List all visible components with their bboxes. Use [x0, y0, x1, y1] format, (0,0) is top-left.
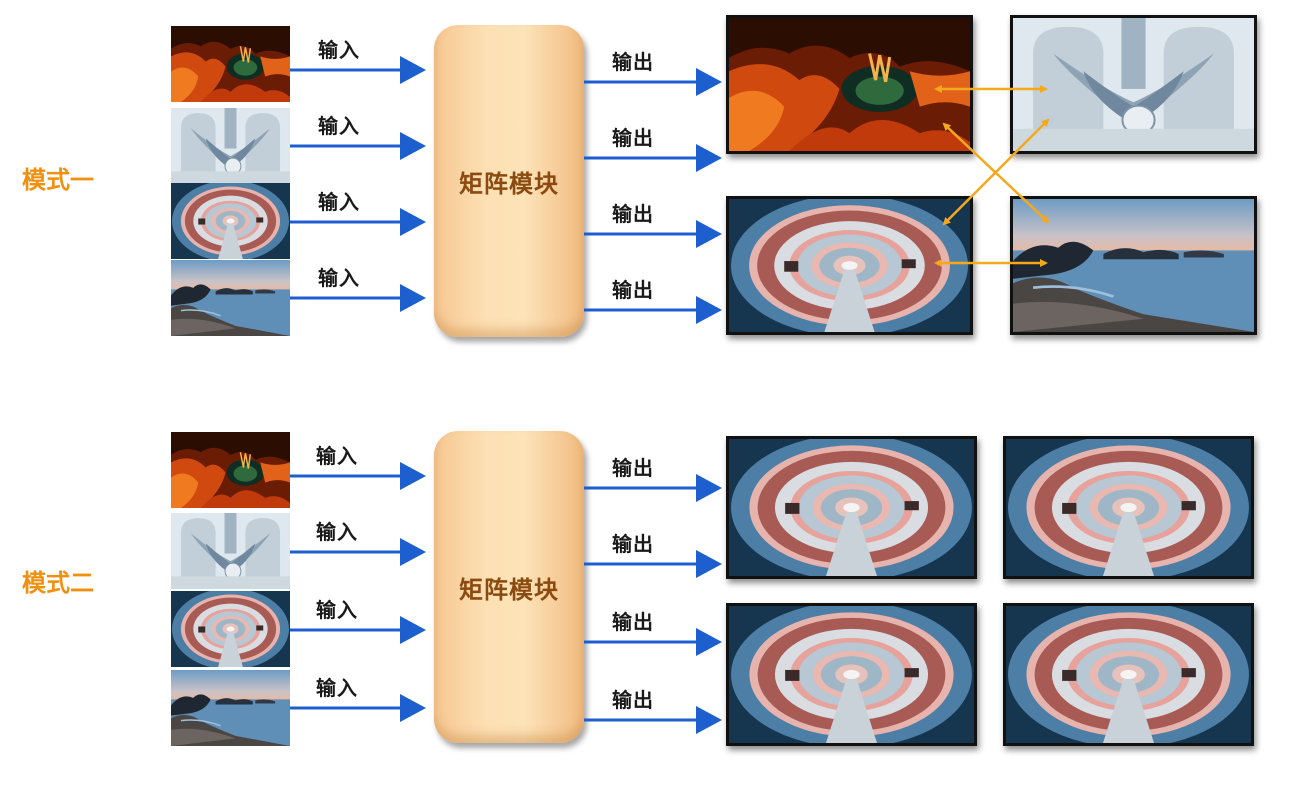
input-thumbnail-coast [171, 260, 290, 336]
input-thumbnail-coast [171, 670, 290, 746]
output-label-4: 输出 [612, 278, 654, 302]
input-thumbnail-cave [171, 432, 290, 508]
display-screen-tunnel [1003, 603, 1254, 746]
output-label-3: 输出 [612, 610, 654, 634]
display-screen-tunnel [1003, 436, 1254, 579]
output-label-1: 输出 [612, 456, 654, 480]
output-label-3: 输出 [612, 202, 654, 226]
input-thumbnail-sculpture [171, 108, 290, 184]
input-thumbnail-tunnel [171, 183, 290, 259]
display-screen-tunnel [726, 436, 977, 579]
mode-1-label: 模式一 [22, 166, 94, 194]
output-label-4: 输出 [612, 688, 654, 712]
input-thumbnail-cave [171, 26, 290, 102]
input-label-2: 输入 [318, 114, 360, 138]
output-label-1: 输出 [612, 50, 654, 74]
input-label-1: 输入 [316, 444, 358, 468]
matrix-module: 矩阵模块 [434, 431, 584, 743]
input-label-4: 输入 [318, 266, 360, 290]
input-label-3: 输入 [316, 598, 358, 622]
display-screen-sculpture [1010, 15, 1257, 154]
matrix-module: 矩阵模块 [434, 25, 584, 337]
output-label-2: 输出 [612, 126, 654, 150]
display-screen-cave [726, 15, 973, 154]
input-label-3: 输入 [318, 190, 360, 214]
display-screen-tunnel [726, 196, 973, 335]
input-label-4: 输入 [316, 676, 358, 700]
display-screen-coast [1010, 196, 1257, 335]
display-screen-tunnel [726, 603, 977, 746]
input-thumbnail-tunnel [171, 591, 290, 667]
input-thumbnail-sculpture [171, 513, 290, 589]
output-label-2: 输出 [612, 532, 654, 556]
matrix-module-label: 矩阵模块 [459, 575, 559, 604]
input-label-1: 输入 [318, 38, 360, 62]
input-label-2: 输入 [316, 520, 358, 544]
mode-2-label: 模式二 [22, 569, 94, 597]
matrix-module-label: 矩阵模块 [459, 169, 559, 198]
